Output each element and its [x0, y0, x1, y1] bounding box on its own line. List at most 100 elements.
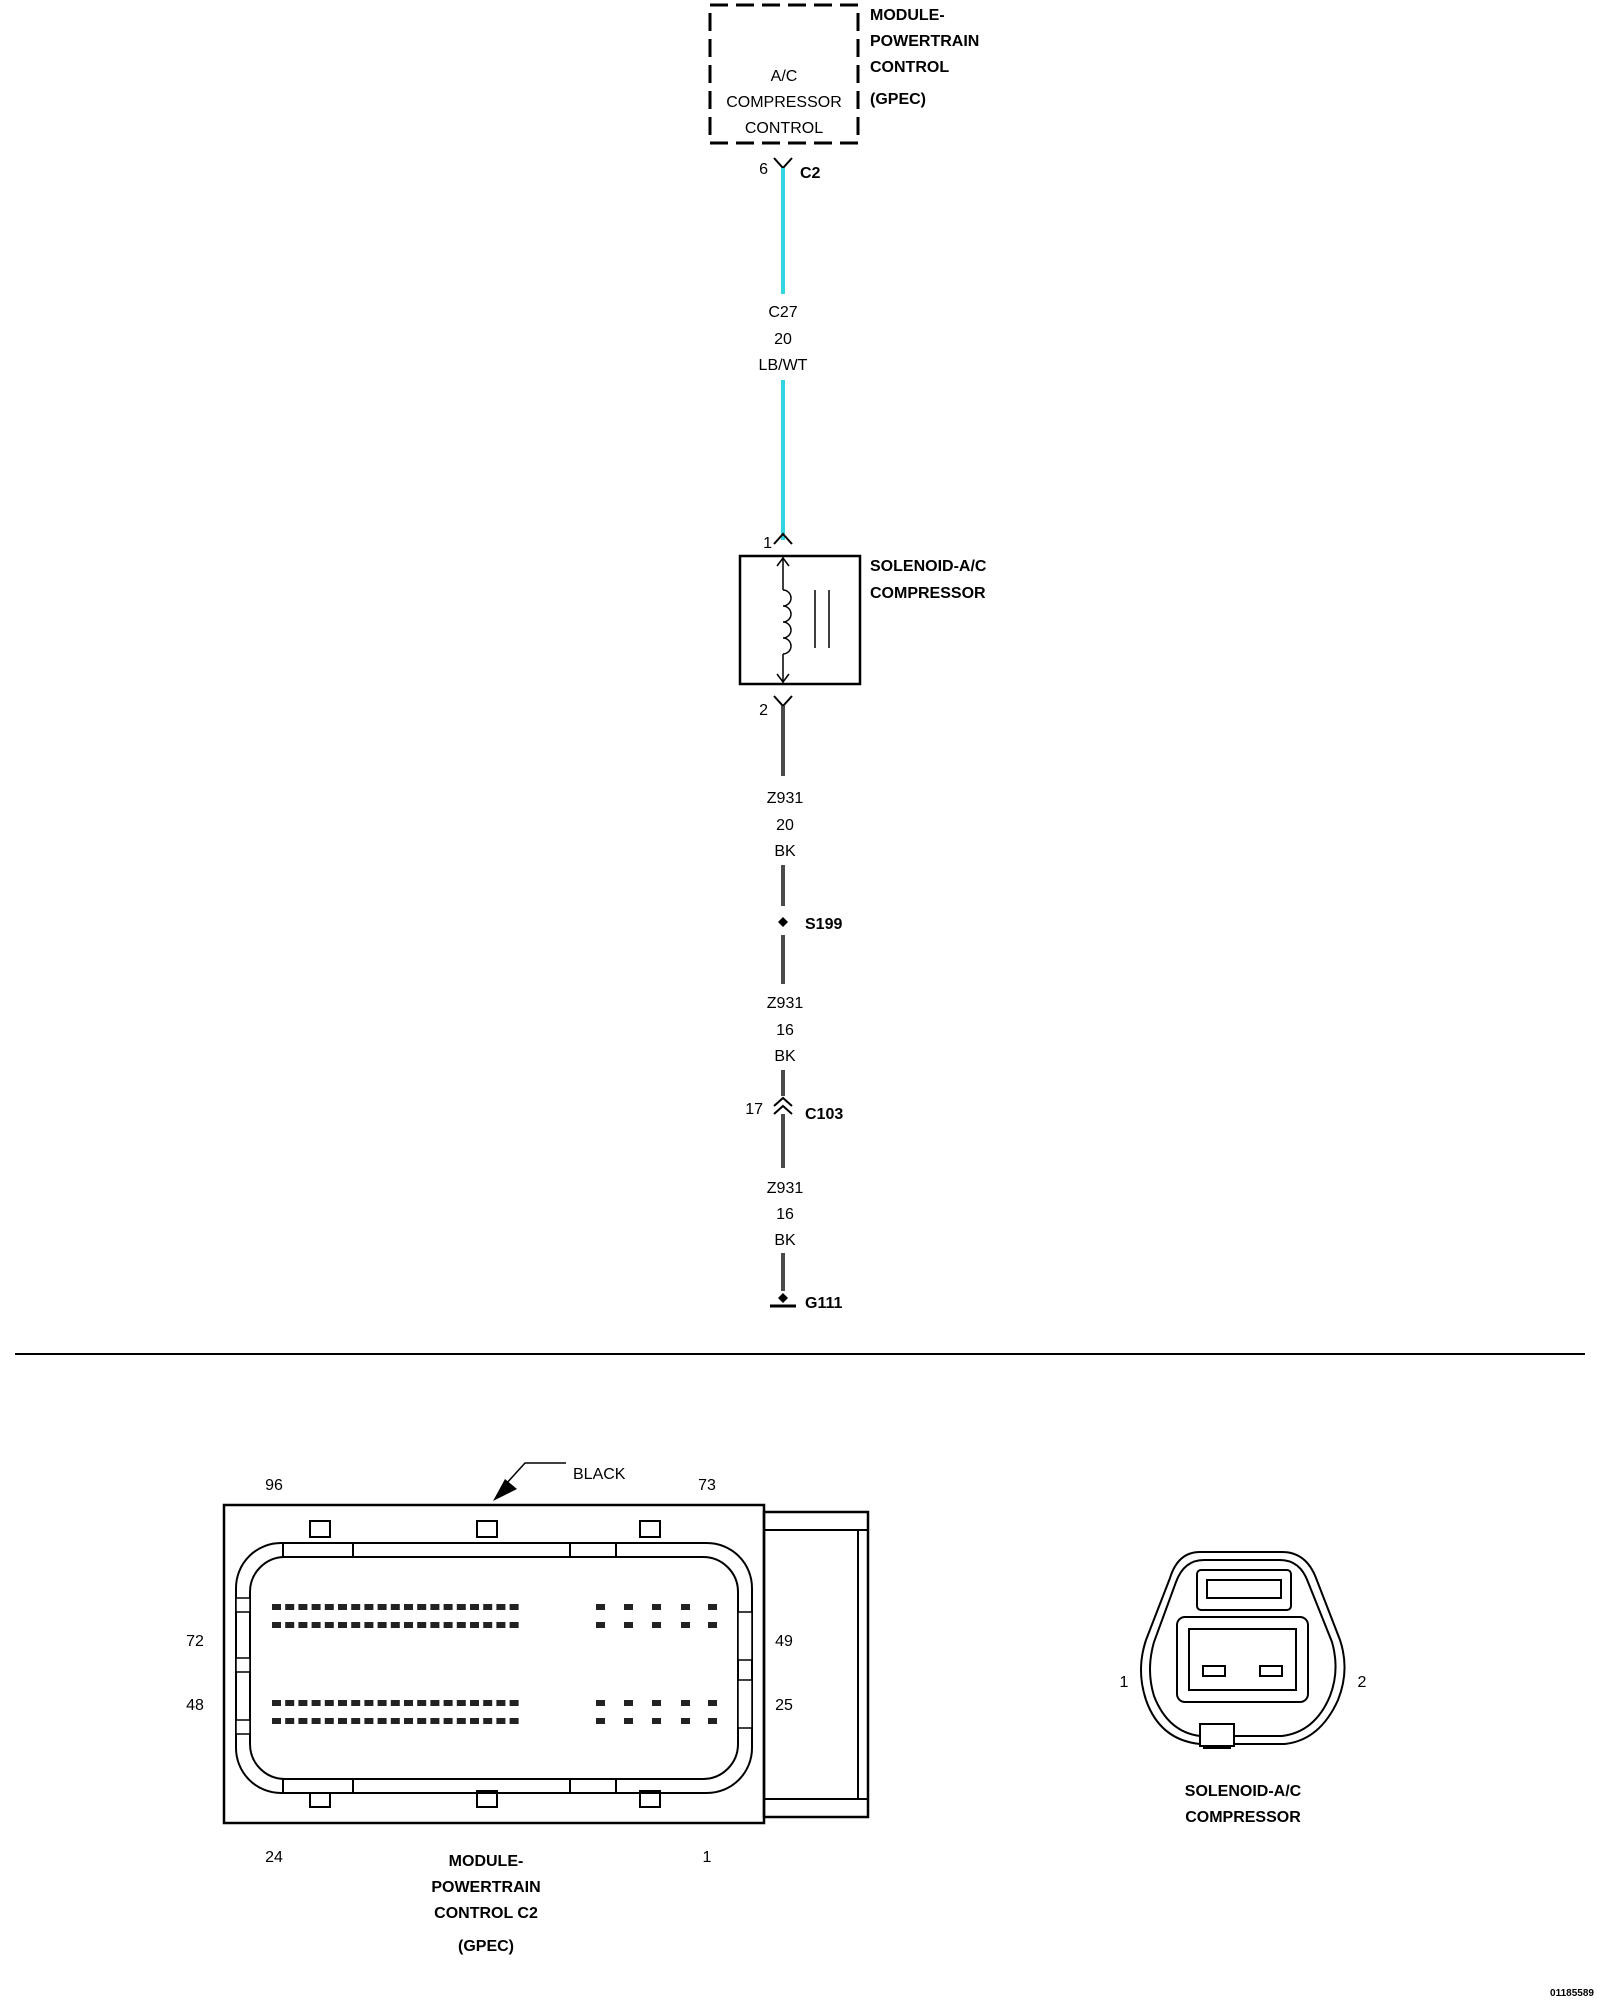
- solenoid-pin-bottom-terminal: [773, 695, 793, 708]
- pcm-c2-pin-96: 96: [265, 1477, 283, 1494]
- pcm-c2-cavity: [285, 1718, 295, 1724]
- pcm-c2-cavity: [496, 1604, 506, 1610]
- pcm-c2-cavity: [652, 1604, 661, 1610]
- pcm-c2-cavities: [272, 1604, 717, 1724]
- pcm-c2-cavity: [298, 1700, 308, 1706]
- pcm-c2-cavity: [272, 1622, 281, 1628]
- solenoid-connector-pin-2: [1259, 1665, 1283, 1677]
- wire-z931-b-circuit: Z931: [767, 995, 804, 1012]
- callout-arrow-icon: [493, 1479, 517, 1501]
- pcm-c2-cavity: [496, 1718, 506, 1724]
- pcm-c2-latch-tab: [309, 1520, 331, 1538]
- pcm-c2-cavity: [338, 1718, 347, 1724]
- pcm-c2-cavity: [430, 1622, 440, 1628]
- solenoid-connector-latch-inner: [1206, 1579, 1282, 1599]
- ground-g111-id: G111: [805, 1295, 842, 1312]
- pcm-connector-id: C2: [800, 165, 821, 182]
- pcm-c2-cavity: [417, 1718, 427, 1724]
- pcm-c2-clip: [569, 1542, 617, 1558]
- pcm-c2-cavity: [298, 1718, 308, 1724]
- pcm-c2-clip: [235, 1657, 251, 1673]
- solenoid-connector-outline: [1140, 1551, 1346, 1749]
- ground-g111-splice-icon: [778, 1293, 788, 1303]
- pcm-c2-cavity: [456, 1700, 466, 1706]
- solenoid-box: [738, 554, 862, 686]
- pcm-c2-cavity: [470, 1700, 479, 1706]
- pcm-c2-latch-tab: [639, 1520, 661, 1538]
- pcm-c2-outer-seal: [235, 1542, 753, 1794]
- solenoid-pin-bottom: 2: [759, 702, 768, 719]
- wire-z931-c-gauge: 16: [776, 1206, 794, 1223]
- pcm-c2-cavity: [624, 1700, 633, 1706]
- pcm-c2-latch-tab: [476, 1520, 498, 1538]
- pcm-c2-cavity: [443, 1622, 453, 1628]
- solenoid-title-line-2: COMPRESSOR: [870, 585, 986, 602]
- pcm-c2-cavity: [324, 1718, 334, 1724]
- splice-s199-id: S199: [805, 916, 842, 933]
- pcm-pin-terminal: [773, 157, 793, 170]
- pcm-c2-cavity: [390, 1700, 400, 1706]
- pcm-c2-clip: [569, 1778, 617, 1794]
- pcm-c2-cavity: [496, 1700, 506, 1706]
- solenoid-connector-cavity-inner: [1188, 1628, 1297, 1691]
- pcm-c2-cavity: [681, 1718, 690, 1724]
- pcm-pin-number: 6: [759, 161, 768, 178]
- pcm-c2-color-callout: BLACK: [573, 1466, 626, 1483]
- solenoid-connector-latch: [1196, 1569, 1292, 1611]
- wire-z931-a-gauge: 20: [776, 817, 794, 834]
- pcm-c2-latch-tab: [476, 1790, 498, 1808]
- pcm-c2-cavity: [324, 1604, 334, 1610]
- pcm-c2-cavity: [708, 1718, 717, 1724]
- pcm-c2-cavity: [624, 1622, 633, 1628]
- pcm-c2-cavity: [298, 1622, 308, 1628]
- pcm-c2-cavity: [417, 1700, 427, 1706]
- pcm-function-line-2: COMPRESSOR: [726, 94, 842, 111]
- pcm-c2-cavity: [390, 1622, 400, 1628]
- pcm-c2-cavity: [483, 1622, 493, 1628]
- pcm-c2-cavity: [509, 1718, 519, 1724]
- c103-terminal-female: [773, 1096, 793, 1107]
- pcm-c2-cavity: [596, 1604, 605, 1610]
- pcm-c2-pin-49: 49: [775, 1633, 793, 1650]
- figure-number: 01185589: [1550, 1988, 1594, 1999]
- pcm-c2-cavity: [311, 1700, 321, 1706]
- pcm-c2-cavity: [311, 1622, 321, 1628]
- c103-id: C103: [805, 1106, 843, 1123]
- wire-z931-c-circuit: Z931: [767, 1180, 804, 1197]
- pcm-c2-side-lock: [762, 1510, 870, 1819]
- pcm-c2-clip: [737, 1611, 753, 1661]
- pcm-c2-cavity: [377, 1718, 387, 1724]
- pcm-title-line-3: CONTROL: [870, 59, 949, 76]
- pcm-title-line-4: (GPEC): [870, 91, 926, 108]
- pcm-c2-pin-1: 1: [703, 1849, 712, 1866]
- pcm-c2-inner-seal: [249, 1556, 739, 1780]
- pcm-c2-pin-48: 48: [186, 1697, 204, 1714]
- pcm-c2-cavity: [272, 1604, 281, 1610]
- pcm-c2-cavity: [298, 1604, 308, 1610]
- solenoid-connector-key: [1199, 1723, 1235, 1747]
- pcm-c2-cavity: [596, 1622, 605, 1628]
- pcm-c2-cavity: [390, 1604, 400, 1610]
- pcm-c2-cavity: [443, 1604, 453, 1610]
- solenoid-connector-pin-label-2: 2: [1358, 1674, 1367, 1691]
- pcm-c2-cavity: [311, 1718, 321, 1724]
- pcm-c2-cavity: [404, 1622, 413, 1628]
- pcm-c2-title-line-1: MODULE-: [449, 1853, 524, 1870]
- solenoid-pin-top-terminal: [773, 532, 793, 545]
- pcm-c2-cavity: [509, 1700, 519, 1706]
- pcm-c2-cavity: [470, 1718, 479, 1724]
- wire-c27-gauge: 20: [774, 331, 792, 348]
- pcm-c2-cavity: [377, 1700, 387, 1706]
- pcm-c2-cavity: [404, 1604, 413, 1610]
- c103-terminal-male: [773, 1104, 793, 1115]
- pcm-c2-cavity: [483, 1700, 493, 1706]
- pcm-c2-cavity: [509, 1604, 519, 1610]
- pcm-c2-cavity: [377, 1604, 387, 1610]
- pcm-c2-cavity: [624, 1604, 633, 1610]
- pcm-c2-title-line-3: CONTROL C2: [434, 1905, 538, 1922]
- pcm-function-line-1: A/C: [771, 68, 798, 85]
- pcm-c2-cavity: [509, 1622, 519, 1628]
- pcm-c2-cavity: [390, 1718, 400, 1724]
- pcm-c2-cavity: [708, 1622, 717, 1628]
- pcm-c2-cavity: [681, 1604, 690, 1610]
